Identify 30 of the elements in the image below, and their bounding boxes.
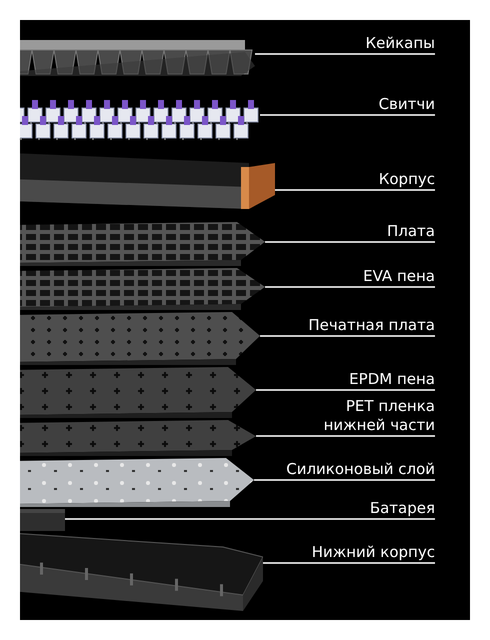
foam-drawing bbox=[20, 367, 256, 418]
silicone-layer-drawing bbox=[20, 458, 254, 507]
battery-drawing bbox=[20, 509, 65, 531]
leader-line bbox=[260, 114, 435, 116]
foam-drawing bbox=[20, 268, 265, 310]
part-label: EVA пена bbox=[363, 267, 435, 286]
plate-drawing bbox=[20, 222, 265, 266]
leader-line bbox=[265, 286, 435, 288]
part-label: Печатная плата bbox=[308, 316, 435, 335]
part-label: Батарея bbox=[370, 499, 435, 518]
leader-line bbox=[255, 53, 435, 55]
part-label: Плата bbox=[387, 222, 435, 241]
leader-line bbox=[260, 335, 435, 337]
part-label: Свитчи bbox=[378, 95, 435, 114]
leader-line bbox=[65, 518, 435, 520]
circuit-board-drawing bbox=[20, 312, 260, 365]
leader-line bbox=[256, 435, 435, 437]
bottom-case-drawing bbox=[20, 533, 263, 611]
leader-line bbox=[265, 241, 435, 243]
leader-line bbox=[254, 479, 435, 481]
part-label: Нижний корпус bbox=[312, 543, 435, 562]
part-label: EPDM пена bbox=[349, 370, 435, 389]
leader-line bbox=[263, 562, 435, 564]
film-drawing bbox=[20, 420, 256, 456]
leader-line bbox=[256, 389, 435, 391]
part-label: Кейкапы bbox=[365, 34, 435, 53]
part-label: Корпус bbox=[378, 170, 435, 189]
part-label: PET пленка нижней части bbox=[280, 397, 435, 435]
part-label: Силиконовый слой bbox=[286, 460, 435, 479]
leader-line bbox=[275, 189, 435, 191]
